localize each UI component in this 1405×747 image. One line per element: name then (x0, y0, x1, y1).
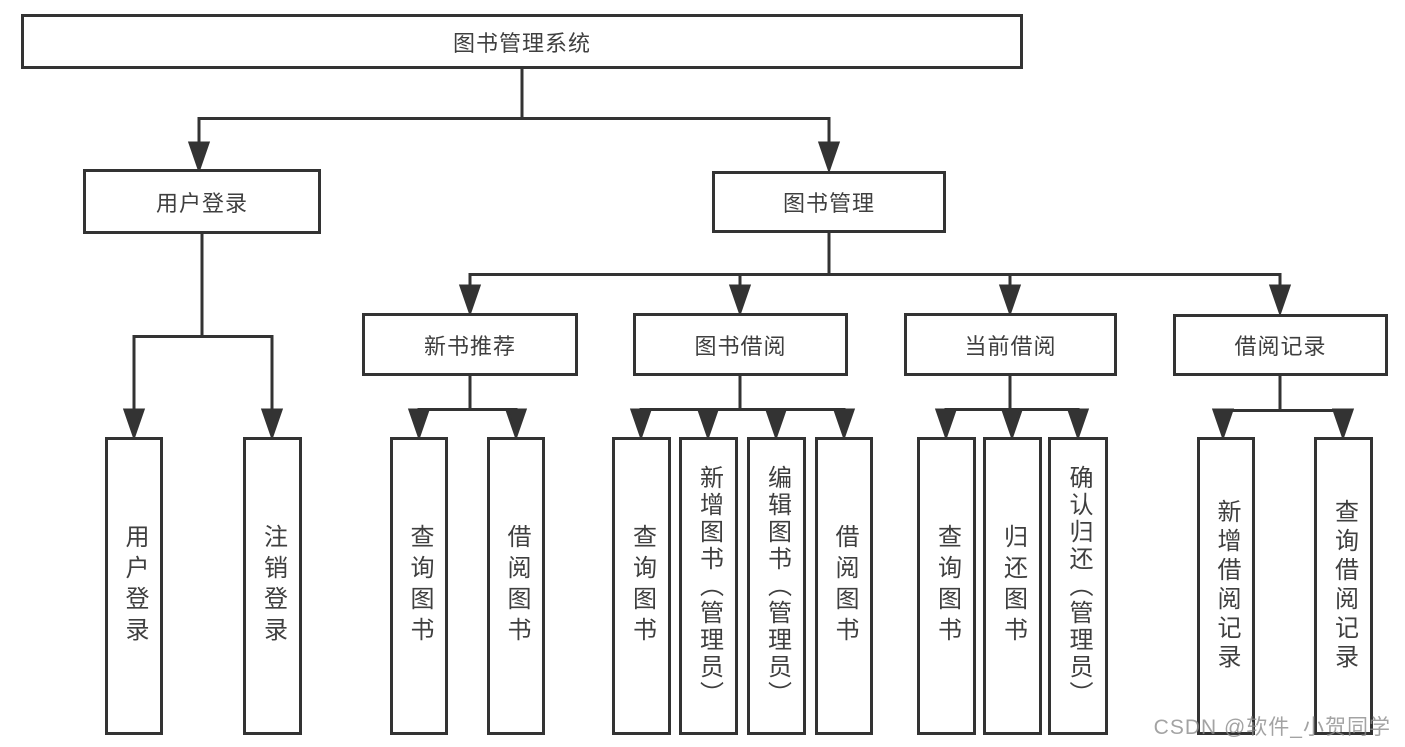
leaf-query-books-borrow: 查询图书 (612, 437, 671, 735)
leaf-add-books-admin-label: 新增图书（管理员） (695, 464, 723, 708)
connector-bookmgmt-to-level3 (458, 233, 1292, 317)
leaf-edit-books-admin-label: 编辑图书（管理员） (763, 464, 791, 708)
leaf-add-borrow-record: 新增借阅记录 (1197, 437, 1255, 735)
connector-userlogin-to-leaves (122, 234, 284, 441)
node-current-borrow: 当前借阅 (904, 313, 1117, 376)
leaf-return-books-label: 归还图书 (999, 524, 1027, 648)
leaf-borrow-books-recommend: 借阅图书 (487, 437, 545, 735)
leaf-confirm-return-admin: 确认归还（管理员） (1048, 437, 1108, 735)
connector-newbookrec-to-leaves (407, 376, 528, 441)
node-borrow-records-label: 借阅记录 (1234, 334, 1327, 359)
node-user-login: 用户登录 (83, 169, 321, 234)
node-root: 图书管理系统 (21, 14, 1023, 69)
leaf-query-borrow-record-label: 查询借阅记录 (1330, 499, 1358, 673)
connector-bookborrow-to-leaves (629, 376, 856, 441)
node-new-book-recommend: 新书推荐 (362, 313, 578, 376)
leaf-borrow-books: 借阅图书 (815, 437, 873, 735)
node-new-book-recommend-label: 新书推荐 (423, 333, 516, 359)
leaf-user-login: 用户登录 (105, 437, 163, 735)
leaf-query-books-recommend: 查询图书 (390, 437, 448, 735)
leaf-query-books-current: 查询图书 (917, 437, 976, 735)
node-book-borrow: 图书借阅 (633, 313, 848, 376)
node-current-borrow-label: 当前借阅 (964, 333, 1057, 359)
leaf-return-books: 归还图书 (983, 437, 1042, 735)
leaf-add-books-admin: 新增图书（管理员） (679, 437, 738, 735)
leaf-query-books-current-label: 查询图书 (933, 524, 961, 648)
leaf-confirm-return-admin-label: 确认归还（管理员） (1065, 464, 1092, 708)
node-root-label: 图书管理系统 (452, 30, 591, 56)
leaf-query-borrow-record: 查询借阅记录 (1314, 437, 1373, 735)
leaf-user-login-label: 用户登录 (121, 524, 148, 648)
connector-root-to-level2 (187, 69, 841, 174)
node-book-borrow-label: 图书借阅 (694, 333, 787, 359)
node-book-management: 图书管理 (712, 171, 946, 233)
leaf-borrow-books-label: 借阅图书 (831, 524, 858, 648)
leaf-logout-label: 注销登录 (259, 524, 287, 648)
node-book-management-label: 图书管理 (782, 191, 875, 216)
leaf-query-books-recommend-label: 查询图书 (406, 524, 433, 648)
connector-borrowrecords-to-leaves (1211, 376, 1355, 441)
leaf-query-books-borrow-label: 查询图书 (628, 524, 656, 648)
connector-currentborrow-to-leaves (934, 376, 1090, 441)
leaf-logout: 注销登录 (243, 437, 302, 735)
leaf-add-borrow-record-label: 新增借阅记录 (1213, 499, 1240, 673)
node-borrow-records: 借阅记录 (1173, 314, 1388, 376)
node-user-login-label: 用户登录 (155, 190, 248, 216)
leaf-edit-books-admin: 编辑图书（管理员） (747, 437, 806, 735)
leaf-borrow-books-recommend-label: 借阅图书 (503, 524, 530, 648)
